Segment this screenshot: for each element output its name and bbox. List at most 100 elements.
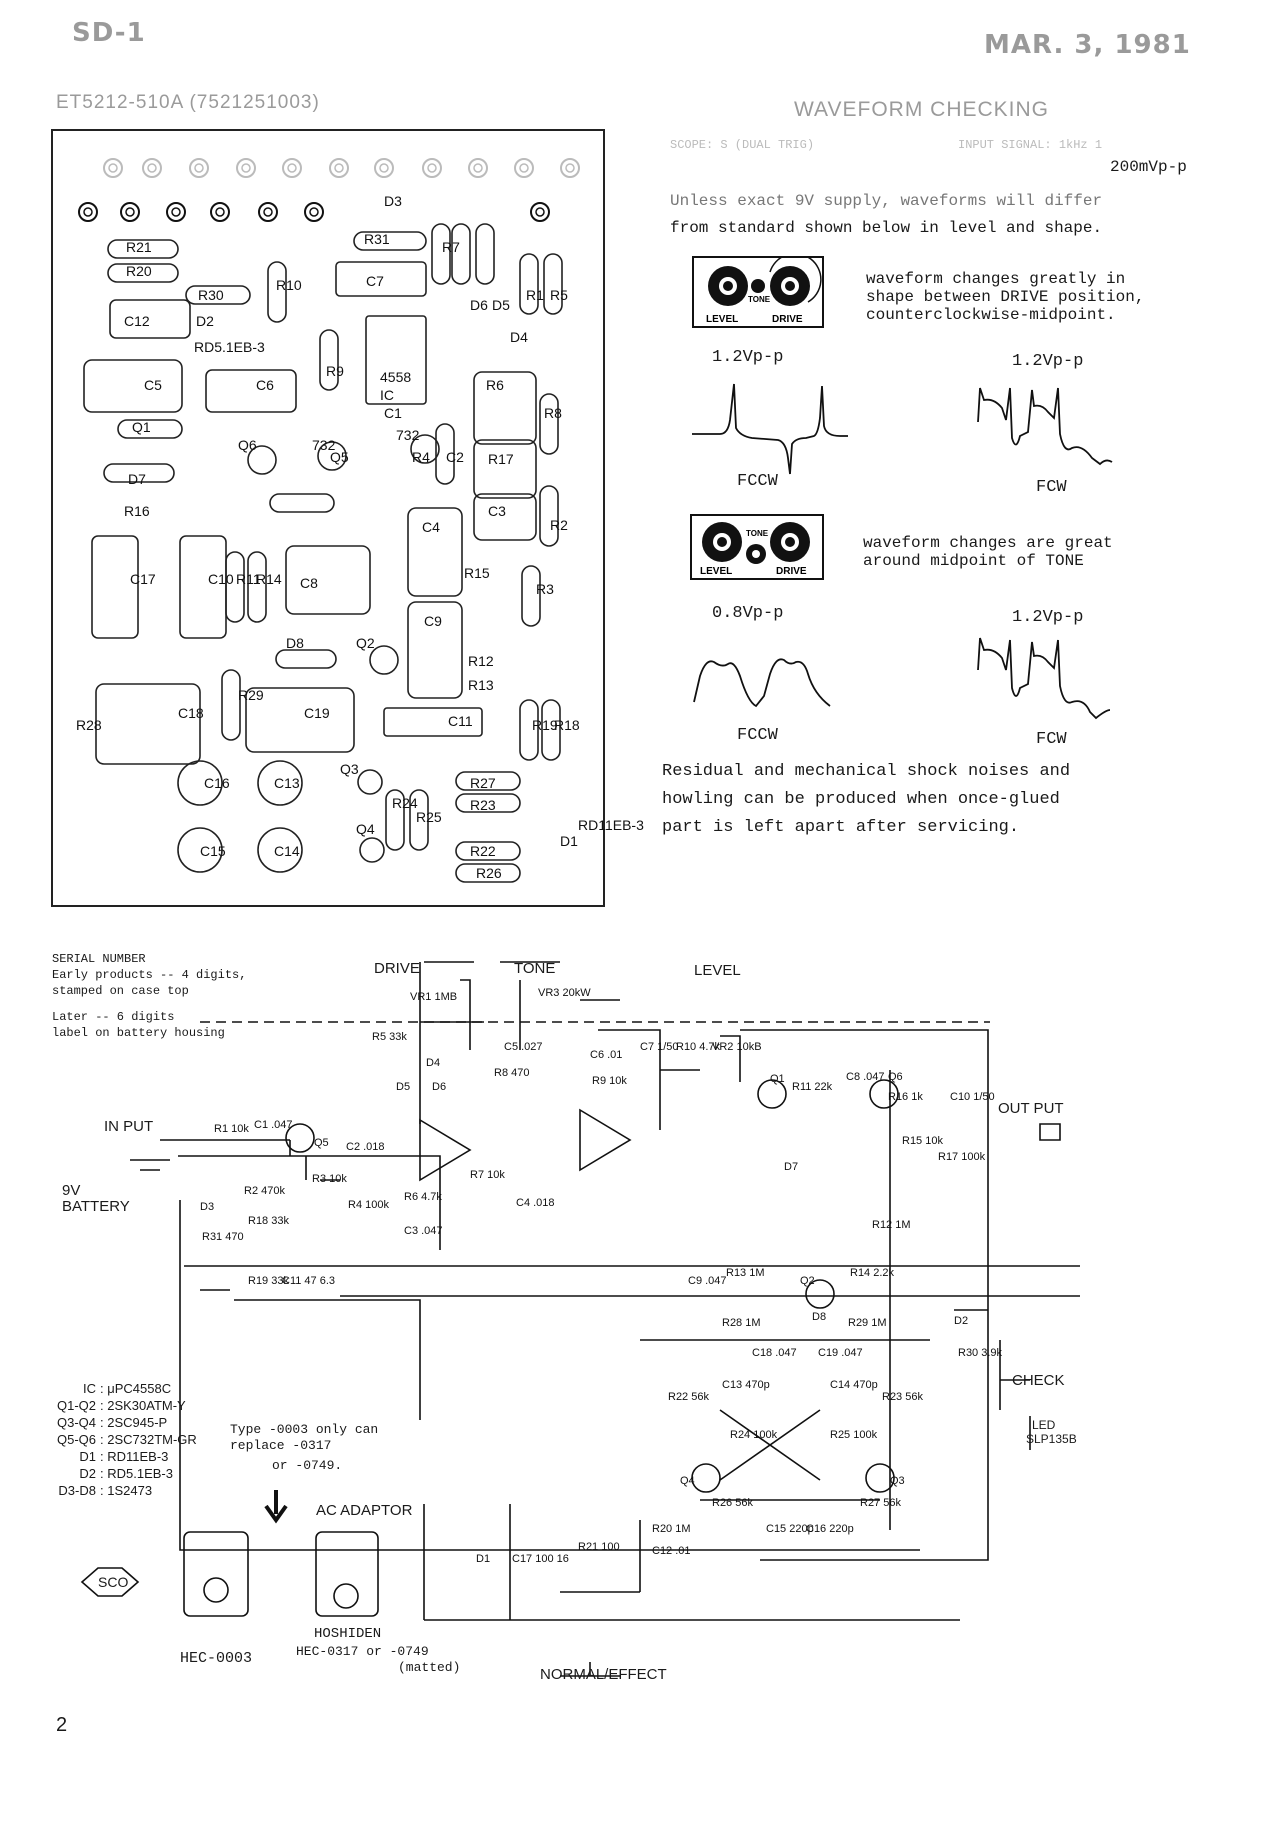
pcb-ref-label: C19 <box>304 705 330 721</box>
part-name: : μPC4558C <box>100 1381 172 1396</box>
pcb-ref-label: R23 <box>470 797 496 813</box>
pcb-ref-label: C15 <box>200 843 226 859</box>
component-label: D7 <box>784 1161 798 1173</box>
pcb-resistor <box>319 329 339 391</box>
parts-list: IC: μPC4558C Q1-Q2: 2SK30ATM-Y Q3-Q4: 2S… <box>46 1380 197 1499</box>
component-label: Q4 <box>680 1475 695 1487</box>
pcb-ref-label: D1 <box>560 833 578 849</box>
pcb-ref-label: R29 <box>238 687 264 703</box>
component-label: C7 1/50 <box>640 1041 679 1053</box>
date: MAR. 3, 1981 <box>984 30 1191 60</box>
residual-note-2: howling can be produced when once-glued <box>662 790 1060 809</box>
sco-label: SCO <box>98 1574 129 1590</box>
pcb-ref-label: Q2 <box>356 635 375 651</box>
component-label: D2 <box>954 1315 968 1327</box>
pcb-ref-label: Q3 <box>340 761 359 777</box>
pcb-ref-label: R9 <box>326 363 344 379</box>
pcb-resistor <box>475 223 495 285</box>
parts-row: Q1-Q2: 2SK30ATM-Y <box>46 1397 197 1414</box>
pcb-resistor <box>117 419 183 439</box>
component-label: D1 <box>476 1553 490 1565</box>
pcb-pad <box>329 158 349 178</box>
pcb-ref-label: R25 <box>416 809 442 825</box>
part-ref: Q5-Q6 <box>56 1432 96 1447</box>
board-id: ET5212-510A (7521251003) <box>56 92 320 113</box>
part-name: : 1S2473 <box>100 1483 153 1498</box>
component-label: R9 10k <box>592 1075 627 1087</box>
pcb-resistor <box>431 223 451 285</box>
pcb-resistor <box>539 393 559 455</box>
component-label: R1 10k <box>214 1123 249 1135</box>
component-label: C14 470p <box>830 1379 878 1391</box>
battery-label-1: 9V <box>62 1182 81 1199</box>
pcb-ref-label: R31 <box>364 231 390 247</box>
pcb-ref-label: R22 <box>470 843 496 859</box>
component-label: VR3 20kW <box>538 987 591 999</box>
pcb-resistor <box>543 253 563 315</box>
parts-row: IC : μPC4558C <box>46 1380 197 1397</box>
component-label: Q3 <box>890 1475 905 1487</box>
pcb-pad <box>210 202 230 222</box>
component-label: R27 56k <box>860 1497 901 1509</box>
component-label: C6 .01 <box>590 1049 622 1061</box>
pcb-ref-label: R3 <box>536 581 554 597</box>
pcb-ref-label: R5 <box>550 287 568 303</box>
part-name: : RD5.1EB-3 <box>100 1466 173 1481</box>
pcb-ref-label: R2 <box>550 517 568 533</box>
component-label: R11 22k <box>792 1081 833 1093</box>
component-label: C1 .047 <box>254 1119 293 1131</box>
pcb-resistor <box>455 793 521 813</box>
intro-note-2: from standard shown below in level and s… <box>670 219 1103 237</box>
part-name: : RD11EB-3 <box>100 1449 169 1464</box>
pcb-pad <box>142 158 162 178</box>
knob-level-label: LEVEL <box>700 566 732 577</box>
pcb-pad-hole <box>379 163 389 173</box>
pcb-pad <box>468 158 488 178</box>
type-note-1: Type -0003 only can <box>230 1422 379 1437</box>
normal-effect-label: NORMAL/EFFECT <box>540 1666 667 1683</box>
pcb-pad-hole <box>263 207 273 217</box>
pcb-ref-label: R28 <box>76 717 102 733</box>
pcb-pad <box>304 202 324 222</box>
intro-note-1: Unless exact 9V supply, waveforms will d… <box>670 192 1103 210</box>
pcb-pad <box>258 202 278 222</box>
type-note-3: or -0749. <box>272 1458 343 1473</box>
serial-note-4: Later -- 6 digits <box>52 1010 175 1024</box>
component-label: R22 56k <box>668 1391 709 1403</box>
wave-1-label: FCCW <box>737 472 778 491</box>
pcb-pad <box>560 158 580 178</box>
pcb-ref-label: R20 <box>126 263 152 279</box>
pcb-ref-label: IC <box>380 387 394 403</box>
knob-tone-label: TONE <box>746 529 769 538</box>
component-label: Q6 <box>888 1071 903 1083</box>
pcb-ref-label: R24 <box>392 795 418 811</box>
pcb-pad-hole <box>519 163 529 173</box>
pcb-ref-label: C5 <box>144 377 162 393</box>
pcb-ref-label: C1 <box>384 405 402 421</box>
hec0003-label: HEC-0003 <box>180 1650 253 1667</box>
component-label: R26 56k <box>712 1497 753 1509</box>
input-level: 200mVp-p <box>1110 158 1187 176</box>
pcb-ref-label: C17 <box>130 571 156 587</box>
component-label: R13 1M <box>726 1267 765 1279</box>
knob-drive-label: DRIVE <box>772 314 803 325</box>
component-label: VR2 10kB <box>712 1041 762 1053</box>
component-label: C5 .027 <box>504 1041 543 1053</box>
component-label: D4 <box>426 1057 440 1069</box>
pcb-ref-label: R30 <box>198 287 224 303</box>
drive-label: DRIVE <box>374 960 420 977</box>
pcb-ref-label: 732 <box>312 437 336 453</box>
pcb-ref-label: RD11EB-3 <box>578 817 644 833</box>
part-ref: IC <box>83 1381 96 1396</box>
component-label: C8 .047 <box>846 1071 885 1083</box>
ac-adaptor-label: AC ADAPTOR <box>316 1502 413 1519</box>
pcb-pad <box>78 202 98 222</box>
component-label: C4 .018 <box>516 1197 555 1209</box>
component-label: R5 33k <box>372 1031 407 1043</box>
pcb-ref-label: R18 <box>554 717 580 733</box>
pcb-pad-hole <box>147 163 157 173</box>
component-label: R4 100k <box>348 1199 389 1211</box>
pcb-pad-hole <box>125 207 135 217</box>
pcb-pad <box>514 158 534 178</box>
pcb-ref-label: C9 <box>424 613 442 629</box>
